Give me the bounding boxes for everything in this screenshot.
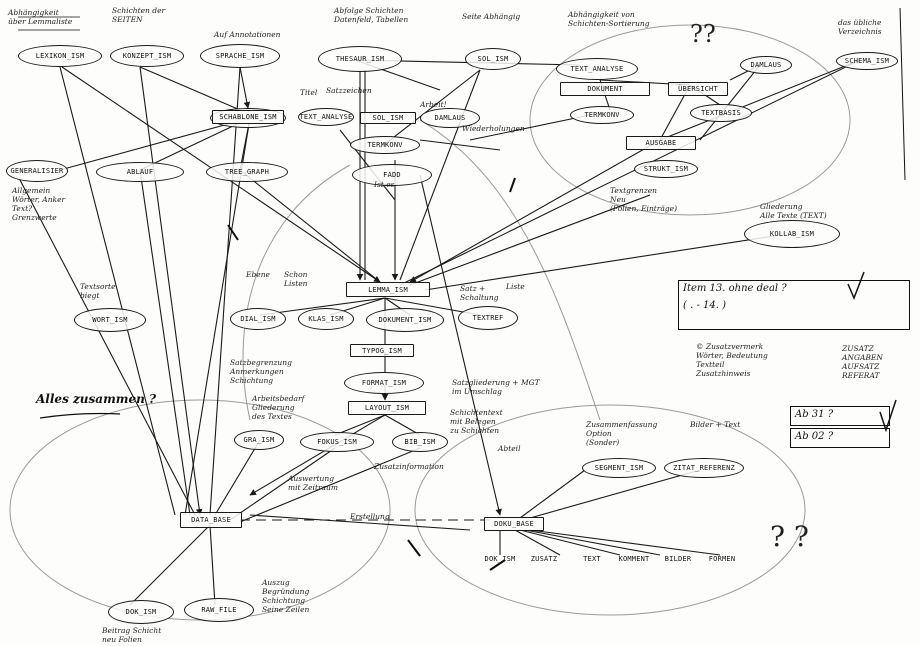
note-bilder-text: Bilder + Text [690,420,741,429]
note-seite: Seite Abhängig [462,12,521,21]
node-ll3: BIB_ISM [392,432,448,452]
note-top-left: Abhängigkeit über Lemmaliste [8,8,73,26]
note-sortierung: Abhängigkeit von Schichten-Sortierung [568,10,650,28]
node-termbox: TERMKONV [570,106,634,124]
note-satzgliederung: Satzgliederung + MGT im Umschlag [452,378,540,396]
node-out2: RAW_FILE [184,598,254,622]
note-arbeitsbedarf: Arbeitsbedarf Gliederung des Textes [252,394,305,421]
note-schichtentext: Schichtentext mit Belegen zu Schichten [450,408,503,435]
node-konzept: KONZEPT_ISM [110,45,184,67]
node-top-center-c: DAMLAUS [420,108,480,128]
node-small-right1: SEGMENT_ISM [582,458,656,478]
node-ll2: FOKUS_ISM [300,432,374,452]
node-ll1: GRA_ISM [234,430,284,450]
node-right-ell: SCHEMA_ISM [836,52,898,70]
frame-ab-02: Ab 02 ? [790,428,890,448]
node-c2: KLAS_ISM [298,308,354,330]
strike-marks [227,177,516,571]
question-mark-top: ?? [690,20,716,48]
node-ro2: ZUSATZ [530,555,558,563]
node-center-e: FORMAT_ISM [344,372,424,394]
note-satz-schaltung: Satz + Schaltung [460,284,499,302]
node-top-b: DOKUMENT [560,82,650,96]
node-ro1: DOK_ISM [484,555,516,563]
node-ro5: BILDER [664,555,692,563]
note-titel: Titel [300,88,318,97]
note-zusatzinfo: Zusatzinformation [374,462,444,471]
node-c4: TEXTREF [458,306,518,330]
node-uebersicht: ÜBERSICHT [668,82,728,96]
node-top-center-a: TEXT_ANALYSE [298,108,354,126]
check-icon [879,399,897,433]
note-auszug: Auszug Begründung Schichtung Seine Zeile… [262,578,310,614]
note-textgrenzen: Textgrenzen Neu (Folien, Einträge) [610,186,678,213]
node-ro3: TEXT [583,555,601,563]
node-top-a: TEXT_ANALYSE [556,58,638,80]
node-ebene: ABLAUF [96,162,184,182]
frame-ab-31: Ab 31 ? [790,406,890,426]
header-underline [18,16,80,31]
node-out1: DOK_ISM [108,600,174,624]
node-sprache: SPRACHE_ISM [200,44,280,68]
note-abfolge: Abfolge Schichten Datenfeld, Tabellen [334,6,409,24]
note-satzzeichen: Satzzeichen [326,86,372,95]
note-ebene: Ebene [246,270,270,279]
node-typo2: TYPOG_ISM [350,344,414,357]
note-wiederholungen: Wiederholungen [462,124,525,133]
node-main-box: DATA_BASE [180,512,242,528]
node-center-box: LEMMA_ISM [346,282,430,297]
frame-item-13: Item 13. ohne deal ? ( . - 14. ) [678,280,910,330]
node-ro4: KOMMENT [618,555,650,563]
node-mid-right2: AUSGABE [626,136,696,150]
margin-note-left: Alles zusammen ? [36,392,157,406]
node-mid-right1: TEXTBASIS [690,104,752,122]
node-tree: TREE_GRAPH [206,162,288,182]
node-top-center-b: SOL_ISM [360,112,416,124]
note-abteil: Abteil [498,444,521,453]
note-arbeit: Arbeit! [420,100,447,109]
node-sol: SOL_ISM [465,48,521,70]
note-zusatz-angaben: ZUSATZ ANGABEN AUFSATZ REFERAT [842,344,883,380]
node-c3: DOKUMENT_ISM [366,308,444,332]
note-ist-es: Ist es [374,180,395,189]
node-thesaurus: THESAUR_ISM [318,46,402,72]
note-gliederung: Gliederung Alle Texte (TEXT) [760,202,827,220]
note-auswertung: Auswertung mit Zeitraum [288,474,338,492]
node-ro6: FORMEN [708,555,736,563]
edge-set [19,59,861,606]
node-left-small: WORT_ISM [74,308,146,332]
node-center-box2: LAYOUT_ISM [348,401,426,415]
note-annotationen: Auf Annotationen [214,30,281,39]
note-satzbegrenzung: Satzbegrenzung Anmerkungen Schichtung [230,358,292,385]
node-top-center-d: TERMKONV [350,136,420,154]
note-zusatzvermerk: © Zusatzvermerk Wörter, Bedeutung Textte… [696,342,768,378]
margin-underline [39,412,121,419]
separator [899,7,906,181]
note-beitrag: Beitrag Schicht neu Folien [102,626,162,644]
question-mark-right: ? ? [770,520,809,553]
node-right-box: DOKU_BASE [484,517,544,531]
note-generalisier-sub: Allgemein Wörter, Anker Text? Grenzwerte [12,186,66,222]
node-top-c: DAMLAUS [740,56,792,74]
frame-line-1: Item 13. ohne deal ? [683,283,787,294]
node-rb1: STRUKT_ISM [634,160,698,178]
note-verzeichnis: das übliche Verzeichnis [838,18,882,36]
node-c1: DIAL_ISM [230,308,286,330]
node-generalisier: GENERALISIER [6,160,68,182]
node-textsort-box: SCHABLONE_ISM [212,110,284,124]
note-zusammenfassung: Zusammenfassung Option (Sonder) [586,420,658,447]
note-listen: Schon Listen [284,270,308,288]
frame-line-2: ( . - 14. ) [683,300,726,311]
note-liste: Liste [506,282,525,291]
note-textsorte: Textsorte biegt [80,282,116,300]
node-fadd: FADD [352,164,432,186]
node-kollab: KOLLAB_ISM [744,220,840,248]
note-schichten: Schichten der SEITEN [112,6,166,24]
node-lexikon: LEXIKON_ISM [18,45,102,67]
note-erstellung: Erstellung [350,512,390,521]
node-small-right2: ZITAT_REFERENZ [664,458,744,478]
